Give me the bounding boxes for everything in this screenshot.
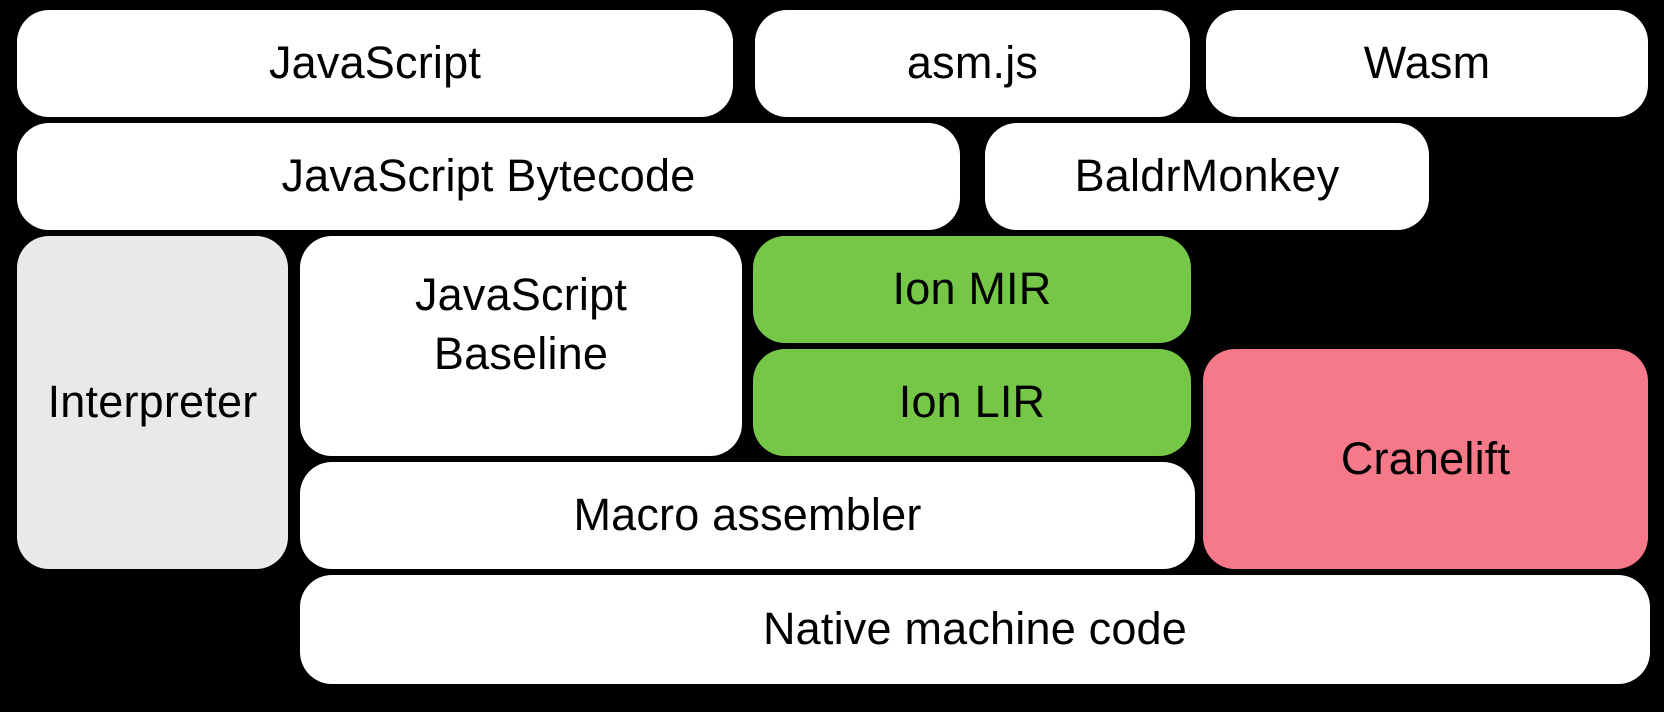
node-ion-mir: Ion MIR [753, 236, 1191, 343]
node-javascript: JavaScript [17, 10, 733, 117]
node-wasm: Wasm [1206, 10, 1648, 117]
node-javascript-baseline: JavaScript Baseline [300, 236, 742, 456]
node-baldrmonkey: BaldrMonkey [985, 123, 1429, 230]
node-macro-assembler: Macro assembler [300, 462, 1195, 569]
node-ion-lir: Ion LIR [753, 349, 1191, 456]
node-interpreter: Interpreter [17, 236, 288, 569]
node-cranelift: Cranelift [1203, 349, 1648, 569]
node-native-machine-code: Native machine code [300, 575, 1650, 684]
node-javascript-bytecode: JavaScript Bytecode [17, 123, 960, 230]
node-asmjs: asm.js [755, 10, 1190, 117]
baseline-label-line1: JavaScript [414, 269, 628, 320]
baseline-label-line2: Baseline [433, 327, 609, 379]
